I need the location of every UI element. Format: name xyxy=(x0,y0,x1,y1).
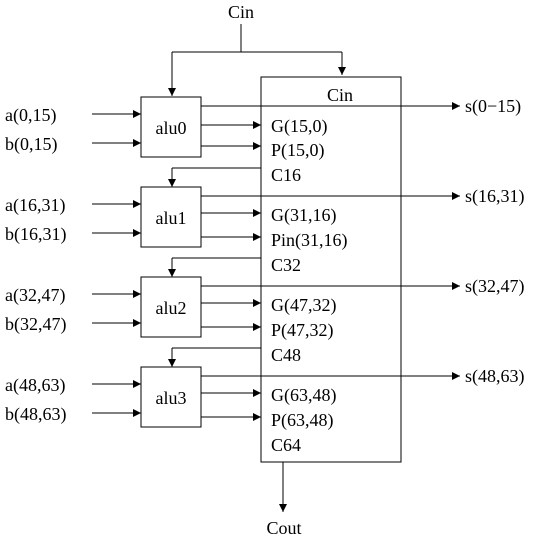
alu1-a-input-label: a(16,31) xyxy=(5,195,65,216)
propagate-signal-2: P(47,32) xyxy=(271,320,334,341)
alu0-sum-output-label: s(0−15) xyxy=(465,96,521,117)
alu0-box xyxy=(140,96,202,158)
alu1-b-input-label: b(16,31) xyxy=(5,224,67,245)
alu3-sum-output-label: s(48,63) xyxy=(465,366,525,387)
lookahead-unit xyxy=(260,76,402,463)
generate-signal-2: G(47,32) xyxy=(271,295,337,316)
alu-slice-1: a(16,31) b(16,31) alu1 s(16,31) G(31,16)… xyxy=(5,186,525,277)
alu1-label: alu1 xyxy=(156,208,187,228)
alu2-sum-output-label: s(32,47) xyxy=(465,276,525,297)
carry-signal-2: C48 xyxy=(271,345,301,365)
alu0-b-input-label: b(0,15) xyxy=(5,134,58,155)
alu2-label: alu2 xyxy=(156,298,187,318)
alu-slice-0: a(0,15) b(0,15) alu0 s(0−15) G(15,0) P(1… xyxy=(5,96,521,187)
generate-signal-3: G(63,48) xyxy=(271,385,337,406)
alu-slice-2: a(32,47) b(32,47) alu2 s(32,47) G(47,32)… xyxy=(5,276,525,367)
alu3-box xyxy=(140,366,202,428)
alu1-sum-output-label: s(16,31) xyxy=(465,186,525,207)
alu2-a-input-label: a(32,47) xyxy=(5,285,65,306)
cin-input-label: Cin xyxy=(228,2,254,22)
cin-wires xyxy=(168,24,346,96)
propagate-signal-0: P(15,0) xyxy=(271,140,325,161)
propagate-signal-1: Pin(31,16) xyxy=(271,230,348,251)
cout-output-label: Cout xyxy=(266,518,301,537)
alu-slice-3: a(48,63) b(48,63) alu3 s(48,63) G(63,48)… xyxy=(5,366,525,455)
generate-signal-1: G(31,16) xyxy=(271,205,337,226)
alu2-box xyxy=(140,276,202,338)
carry-signal-3: C64 xyxy=(271,435,301,455)
alu0-a-input-label: a(0,15) xyxy=(5,105,56,126)
alu3-b-input-label: b(48,63) xyxy=(5,404,67,425)
alu0-label: alu0 xyxy=(156,118,187,138)
alu1-box xyxy=(140,186,202,248)
lookahead-cin-label: Cin xyxy=(327,85,353,105)
alu3-label: alu3 xyxy=(156,388,187,408)
alu2-b-input-label: b(32,47) xyxy=(5,314,67,335)
carry-signal-0: C16 xyxy=(271,165,301,185)
carry-signal-1: C32 xyxy=(271,255,301,275)
generate-signal-0: G(15,0) xyxy=(271,116,328,137)
alu3-a-input-label: a(48,63) xyxy=(5,375,65,396)
propagate-signal-3: P(63,48) xyxy=(271,410,334,431)
